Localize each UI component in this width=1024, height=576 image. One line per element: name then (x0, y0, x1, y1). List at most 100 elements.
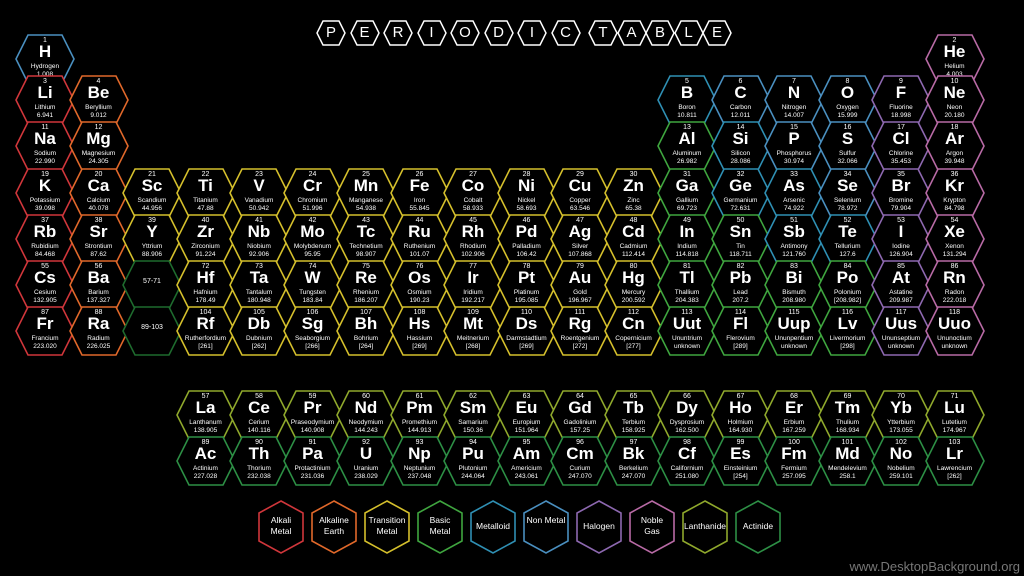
atomic-number: 11 (41, 124, 49, 131)
atomic-number: 17 (897, 124, 905, 131)
atomic-mass: 144.243 (354, 427, 378, 434)
atomic-mass: 207.2 (732, 297, 749, 304)
element-name: Cesium (33, 289, 57, 296)
element-symbol: Zn (623, 176, 644, 195)
atomic-mass: 12.011 (730, 112, 751, 119)
atomic-number: 27 (469, 171, 477, 178)
element-symbol: P (788, 129, 800, 148)
element-name: Europium (512, 419, 541, 426)
atomic-number: 84 (843, 263, 852, 270)
element-name: Molybdenum (293, 243, 332, 250)
element-symbol: I (898, 222, 904, 241)
element-name: Curium (569, 465, 591, 472)
atomic-mass: 157.25 (570, 427, 590, 434)
hexagon-icon (603, 436, 664, 486)
title-letter: L (673, 20, 704, 46)
placeholder-cell: 89-103 (121, 305, 183, 357)
hexagon-icon (122, 306, 182, 356)
atomic-mass: 247.070 (568, 473, 592, 480)
hexagon-icon (657, 436, 717, 486)
atomic-number: 53 (897, 217, 905, 224)
hexagon-icon (817, 436, 878, 486)
atomic-mass: 65.38 (625, 205, 642, 212)
element-name: Gadolinium (563, 419, 597, 426)
element-symbol: Th (248, 444, 270, 463)
atomic-number: 13 (683, 124, 691, 131)
atomic-number: 71 (950, 393, 959, 400)
element-symbol: Pr (303, 398, 322, 417)
element-symbol: Cu (568, 176, 592, 195)
atomic-number: 40 (201, 217, 210, 224)
element-symbol: S (841, 129, 854, 148)
element-symbol: Ge (729, 176, 752, 195)
atomic-number: 35 (897, 171, 905, 178)
element-name: Mendelevium (828, 465, 867, 472)
title-letter-text: R (392, 24, 404, 41)
atomic-mass: 237.048 (407, 473, 432, 480)
atomic-mass: 196.967 (568, 297, 592, 304)
element-name: Indium (677, 243, 697, 250)
element-name: Chlorine (888, 150, 914, 157)
atomic-number: 114 (734, 309, 747, 316)
element-name: Titanium (193, 197, 218, 204)
element-symbol: Li (37, 83, 53, 102)
atomic-number: 31 (683, 171, 691, 178)
atomic-mass: 54.938 (356, 205, 376, 212)
element-name: Rhodium (459, 243, 486, 250)
legend-metalloid: Metalloid (468, 499, 518, 555)
atomic-number: 63 (522, 393, 531, 400)
element-symbol: Ce (248, 398, 270, 417)
atomic-number: 48 (629, 217, 638, 224)
element-symbol: Al (678, 129, 696, 148)
title-letter-text: I (529, 24, 535, 41)
atomic-mass: 137.327 (86, 297, 111, 304)
atomic-mass: 50.942 (249, 205, 269, 212)
element-name: Americium (511, 465, 542, 472)
element-name: Lanthanum (189, 419, 222, 426)
element-name: Boron (678, 104, 696, 111)
element-name: Scandium (137, 197, 167, 204)
atomic-mass: [254] (733, 473, 748, 480)
element-name: Erbium (783, 419, 805, 426)
element-symbol: Fm (781, 444, 807, 463)
element-symbol: Sr (89, 222, 108, 241)
atomic-mass: 180.948 (247, 297, 271, 304)
atomic-mass: 32.066 (837, 158, 858, 165)
title-letter: C (550, 20, 581, 46)
atomic-mass: 24.305 (88, 158, 109, 165)
legend-label: Basic Metal (429, 515, 451, 536)
atomic-number: 1 (43, 37, 47, 44)
element-name: Yttrium (141, 243, 163, 250)
legend-actinide: Actinide (733, 499, 783, 555)
element-symbol: H (38, 42, 52, 61)
atomic-mass: 20.180 (944, 112, 965, 119)
title-letter-text: T (598, 24, 608, 41)
hexagon-icon (389, 306, 450, 356)
element-symbol: O (840, 83, 855, 102)
element-name: Rhenium (352, 289, 379, 296)
atomic-number: 50 (736, 217, 745, 224)
element-symbol: Tm (834, 398, 861, 417)
atomic-number: 58 (255, 393, 263, 400)
element-name: Cadmium (619, 243, 648, 250)
atomic-number: 57 (201, 393, 210, 400)
